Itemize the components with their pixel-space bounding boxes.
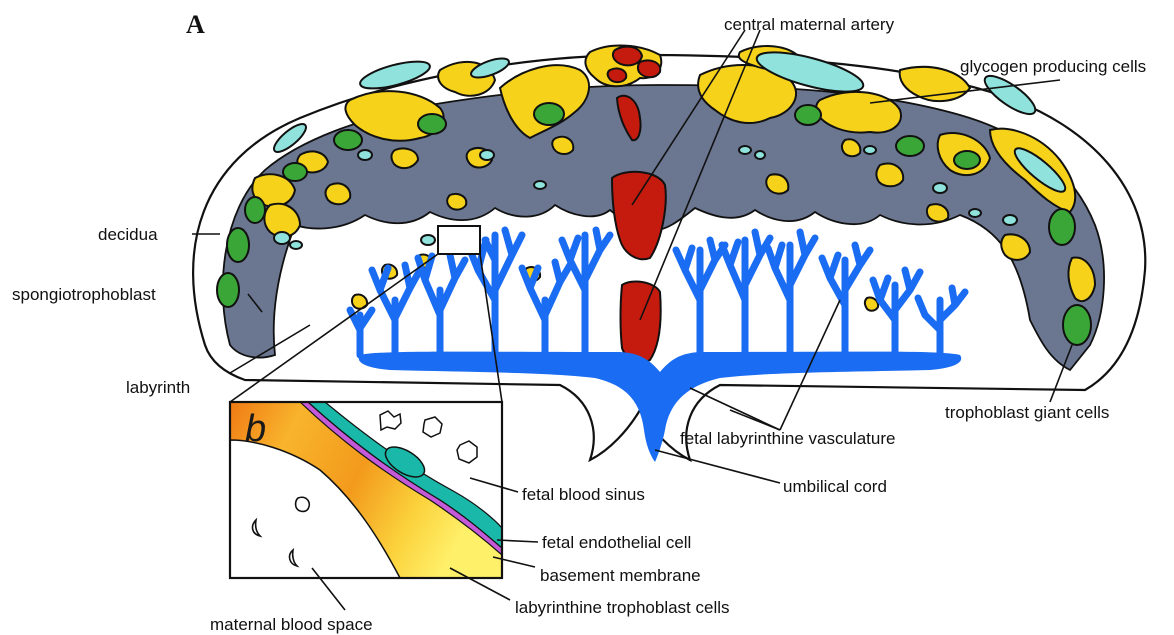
label-fetal-endothelial-cell: fetal endothelial cell: [542, 533, 691, 552]
inset-letter: b: [245, 408, 266, 450]
label-spongiotrophoblast: spongiotrophoblast: [12, 285, 156, 304]
label-umbilical-cord: umbilical cord: [783, 477, 887, 496]
label-central-maternal-artery: central maternal artery: [724, 15, 895, 34]
zoom-region-box: [438, 226, 480, 254]
label-labyrinthine-trophoblast-cells: labyrinthine trophoblast cells: [515, 598, 730, 617]
label-glycogen-producing-cells: glycogen producing cells: [960, 57, 1146, 76]
label-basement-membrane: basement membrane: [540, 566, 701, 585]
label-fetal-labyrinthine-vasculature: fetal labyrinthine vasculature: [680, 429, 895, 448]
panel-label: A: [186, 10, 205, 39]
label-decidua: decidua: [98, 225, 158, 244]
inset-panel-b: b: [230, 402, 502, 578]
label-trophoblast-giant-cells: trophoblast giant cells: [945, 403, 1109, 422]
label-maternal-blood-space: maternal blood space: [210, 615, 373, 634]
label-labyrinth: labyrinth: [126, 378, 190, 397]
label-fetal-blood-sinus: fetal blood sinus: [522, 485, 645, 504]
